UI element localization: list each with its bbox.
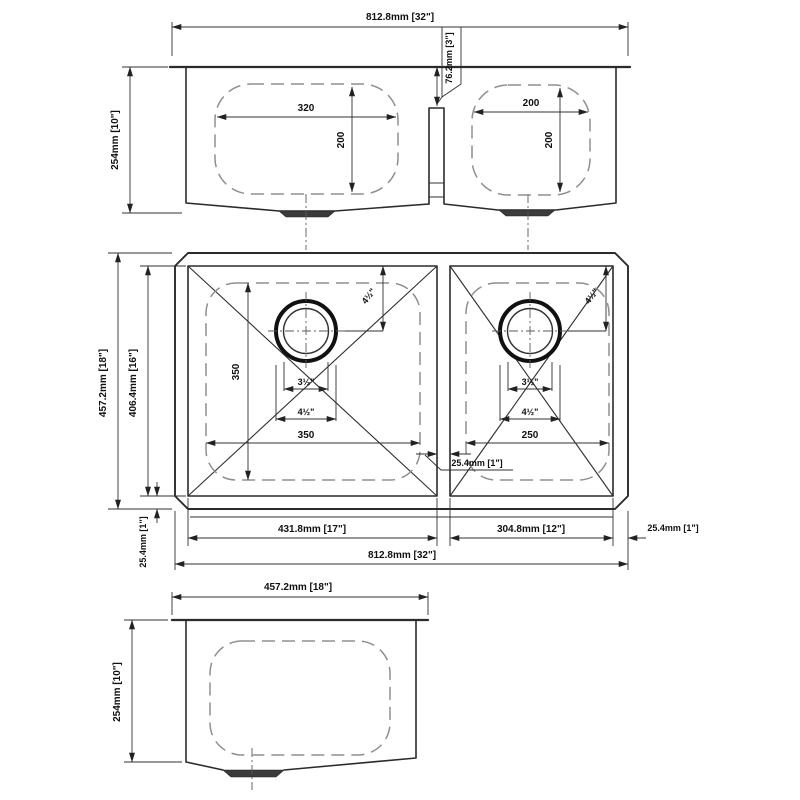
front-right-bowl-dims: 200 200 (473, 87, 589, 193)
plan-left-drain (268, 292, 345, 368)
plan-view: 4½" 4½" 350 3½" 4½" 350 3½" (98, 252, 699, 570)
plan-left-dims: 457.2mm [18"] 406.4mm [16"] 25.4mm [1"] (98, 252, 186, 568)
plan-divider-width-label: 25.4mm [1"] (451, 458, 502, 468)
front-left-bowl-dims: 320 200 (216, 86, 397, 193)
plan-overall-width-label: 812.8mm [32"] (368, 550, 436, 561)
front-overall-width-dim: 812.8mm [32"] (171, 12, 629, 56)
plan-right-bowl-diagonals (449, 265, 614, 497)
side-drain (222, 769, 285, 778)
plan-right-drain-opening-label: 3½" (522, 377, 539, 387)
side-height-label: 254mm [10"] (112, 662, 123, 722)
side-bowl-bottom-dashed (209, 640, 391, 756)
plan-left-bottom-width-label: 350 (298, 430, 315, 441)
plan-right-drain-flange-label: 4½" (522, 407, 539, 417)
front-left-drain (278, 210, 336, 218)
front-left-bowl-width-label: 320 (298, 103, 315, 114)
plan-left-bottom-depth-label: 350 (231, 363, 242, 380)
plan-left-bowl-bottom-dashed (205, 282, 421, 481)
plan-right-drain-dims: 3½" 4½" 250 (465, 362, 610, 446)
plan-overall-depth-label: 457.2mm [18"] (98, 349, 109, 417)
plan-left-drain-dims: 3½" 4½" 350 (205, 362, 421, 446)
front-left-bowl-bottom-dashed (214, 83, 399, 195)
front-divider-drop-dim: 76.2mm [3"] (434, 26, 462, 107)
plan-left-bowl-diagonals (187, 265, 438, 497)
plan-left-drain-opening-label: 3½" (298, 377, 315, 387)
front-depth-label: 254mm [10"] (110, 110, 121, 170)
front-view: 812.8mm [32"] 320 200 200 2 (110, 12, 632, 250)
side-width-label: 457.2mm [18"] (264, 582, 332, 593)
plan-outer-rim (174, 252, 629, 510)
plan-right-bowl-width-label: 304.8mm [12"] (497, 524, 565, 535)
plan-right-drain (492, 292, 568, 368)
front-right-bowl-depth-label: 200 (544, 131, 555, 148)
plan-right-bowl (449, 265, 614, 497)
side-width-dim: 457.2mm [18"] (171, 582, 429, 615)
side-view: 457.2mm [18"] 254mm [10"] (112, 582, 430, 790)
plan-left-bowl (187, 265, 438, 497)
plan-right-bottom-width-label: 250 (522, 430, 539, 441)
side-body-outline (185, 619, 417, 771)
plan-bowl-depth-label: 406.4mm [16"] (128, 349, 139, 417)
front-right-bowl-width-label: 200 (523, 98, 540, 109)
side-height-dim: 254mm [10"] (112, 619, 182, 763)
front-right-drain (498, 209, 556, 217)
plan-divider-dim: 25.4mm [1"] (416, 451, 513, 471)
plan-rim-right-label: 25.4mm [1"] (647, 523, 698, 533)
plan-right-bowl-bottom-dashed (465, 282, 610, 481)
plan-left-bottom-depth-dim: 350 (231, 282, 251, 481)
plan-left-bowl-width-label: 431.8mm [17"] (278, 524, 346, 535)
front-left-bowl-depth-label: 200 (336, 131, 347, 148)
front-depth-dim: 254mm [10"] (110, 66, 182, 214)
plan-left-drain-offset-label: 4½" (360, 286, 378, 305)
front-divider-drop-label: 76.2mm [3"] (444, 32, 454, 83)
front-overall-width-label: 812.8mm [32"] (366, 12, 434, 23)
plan-left-drain-flange-label: 4½" (298, 407, 315, 417)
front-right-bowl-bottom-dashed (471, 84, 591, 196)
plan-rim-front-label: 25.4mm [1"] (138, 516, 148, 567)
plan-bottom-dims: 431.8mm [17"] 304.8mm [12"] 25.4mm [1"] … (174, 498, 699, 570)
